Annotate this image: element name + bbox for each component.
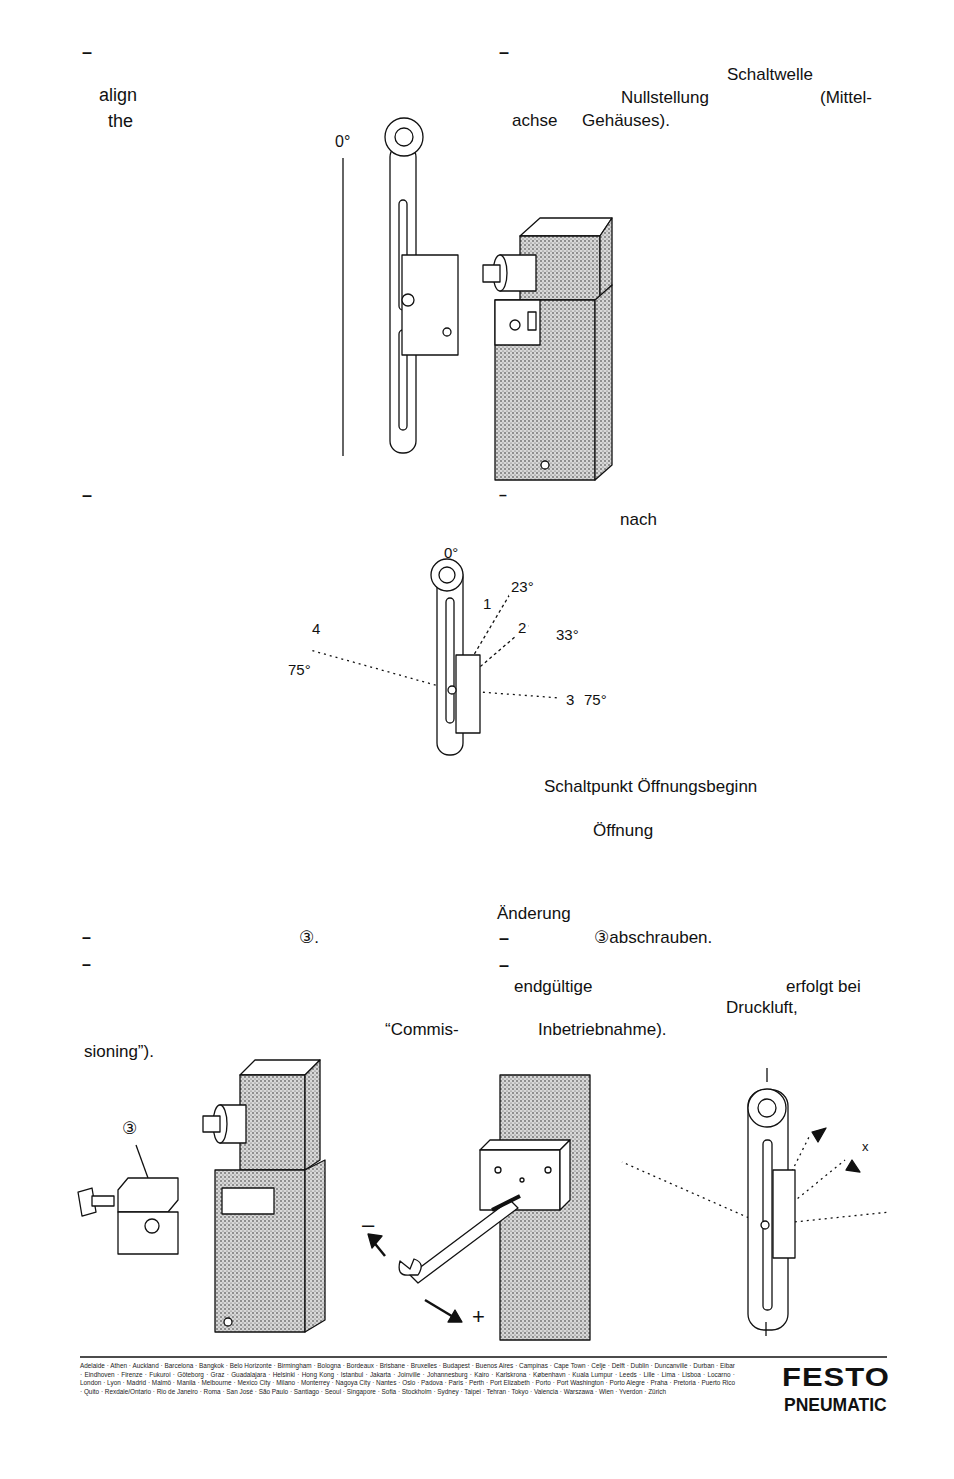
callout-number: ③ bbox=[122, 1120, 137, 1139]
angle-figure bbox=[310, 559, 560, 755]
bullet-dash: – bbox=[499, 929, 509, 949]
body-text: align bbox=[99, 86, 137, 106]
callout-number: ③. bbox=[299, 929, 319, 948]
bullet-dash: – bbox=[82, 956, 91, 974]
switch-housing-2 bbox=[203, 1060, 325, 1332]
clamp-part bbox=[78, 1145, 178, 1254]
body-text: Öffnung bbox=[593, 822, 653, 841]
lever-adjust-figure bbox=[622, 1068, 890, 1336]
wrench-figure bbox=[368, 1075, 590, 1340]
body-text: endgültige bbox=[514, 978, 592, 997]
direction-mark: x bbox=[862, 1140, 869, 1154]
body-text: Druckluft, bbox=[726, 999, 798, 1018]
angle-label: 0° bbox=[444, 545, 458, 562]
city-list: Adelaide · Athen · Auckland · Barcelona … bbox=[80, 1362, 735, 1396]
lever-figure bbox=[385, 118, 458, 453]
brand-name: FESTO bbox=[782, 1364, 890, 1392]
body-text: Schaltpunkt Öffnungsbeginn bbox=[544, 778, 757, 797]
angle-label: 75° bbox=[582, 692, 609, 709]
footer-rule bbox=[80, 1356, 887, 1357]
bullet-dash: – bbox=[82, 486, 92, 506]
body-text: Schaltwelle bbox=[727, 66, 813, 85]
direction-sign: + bbox=[472, 1305, 485, 1329]
brand-name: PNEUMATIC bbox=[784, 1396, 887, 1415]
position-number: 4 bbox=[312, 621, 320, 638]
body-text: ③abschrauben. bbox=[594, 929, 712, 948]
bullet-dash: – bbox=[82, 929, 91, 947]
angle-label: 23° bbox=[509, 579, 536, 596]
body-text: nach bbox=[620, 511, 657, 530]
bullet-dash: – bbox=[499, 43, 509, 63]
direction-sign: – bbox=[362, 1213, 374, 1237]
body-text: erfolgt bei bbox=[786, 978, 861, 997]
body-text: Änderung bbox=[497, 905, 571, 924]
body-text: (Mittel- bbox=[820, 89, 872, 108]
bullet-dash: – bbox=[499, 488, 507, 503]
bullet-dash: – bbox=[499, 956, 509, 976]
position-number: 1 bbox=[481, 596, 493, 613]
body-text: the bbox=[108, 112, 133, 132]
body-text: “Commis- bbox=[385, 1021, 459, 1040]
angle-label: 75° bbox=[288, 662, 311, 679]
reference-line bbox=[342, 158, 343, 456]
body-text: sioning”). bbox=[84, 1043, 154, 1062]
position-number: 2 bbox=[516, 620, 528, 637]
switch-housing bbox=[483, 218, 612, 480]
body-text: Nullstellung bbox=[621, 89, 709, 108]
body-text: achse bbox=[512, 112, 557, 131]
angle-label: 33° bbox=[556, 627, 579, 644]
position-number: 3 bbox=[564, 692, 576, 709]
body-text: Gehäuses). bbox=[582, 112, 670, 131]
body-text: Inbetriebnahme). bbox=[538, 1021, 667, 1040]
bullet-dash: – bbox=[82, 43, 92, 63]
angle-label: 0° bbox=[335, 133, 350, 151]
